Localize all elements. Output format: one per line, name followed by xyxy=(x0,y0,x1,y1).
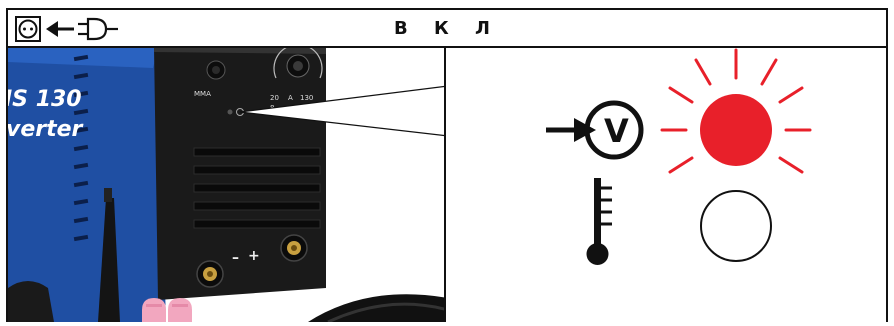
socket-icon xyxy=(15,16,41,42)
arrow-left-icon xyxy=(46,21,74,37)
svg-text:V: V xyxy=(604,112,629,150)
mode-label: MMA xyxy=(194,90,211,98)
brand-line1: IS 130 xyxy=(8,87,82,112)
torch-accessories xyxy=(8,188,444,322)
indicator-symbols: V xyxy=(546,48,812,265)
welder-illustration: IS 130 verter 20 A 130 8 M MMA xyxy=(8,48,444,322)
red-indicator-lamp xyxy=(660,48,812,174)
welder-photo: IS 130 verter 20 A 130 8 M MMA xyxy=(6,48,446,322)
indicator-panel: V xyxy=(446,48,888,322)
welder-casing: IS 130 verter xyxy=(8,48,166,322)
brand-line2: verter xyxy=(8,117,84,142)
terminal-plus: + xyxy=(248,248,260,264)
header-divider xyxy=(6,46,888,48)
dial-number-2: A xyxy=(288,94,293,102)
zoom-callout xyxy=(239,85,444,137)
plug-icon xyxy=(78,17,118,41)
voltage-input-icon: V xyxy=(546,100,644,160)
header-title: В К Л xyxy=(394,18,500,39)
thermometer-icon xyxy=(586,178,612,265)
dial-number-3: 130 xyxy=(300,94,313,102)
terminal-minus: – xyxy=(232,250,239,266)
off-indicator-lamp xyxy=(700,190,772,262)
header-bar: В К Л xyxy=(6,8,888,48)
dial-number-1: 20 xyxy=(270,94,279,102)
power-connection-icons xyxy=(15,16,118,42)
front-panel: 20 A 130 8 M MMA xyxy=(154,48,326,300)
